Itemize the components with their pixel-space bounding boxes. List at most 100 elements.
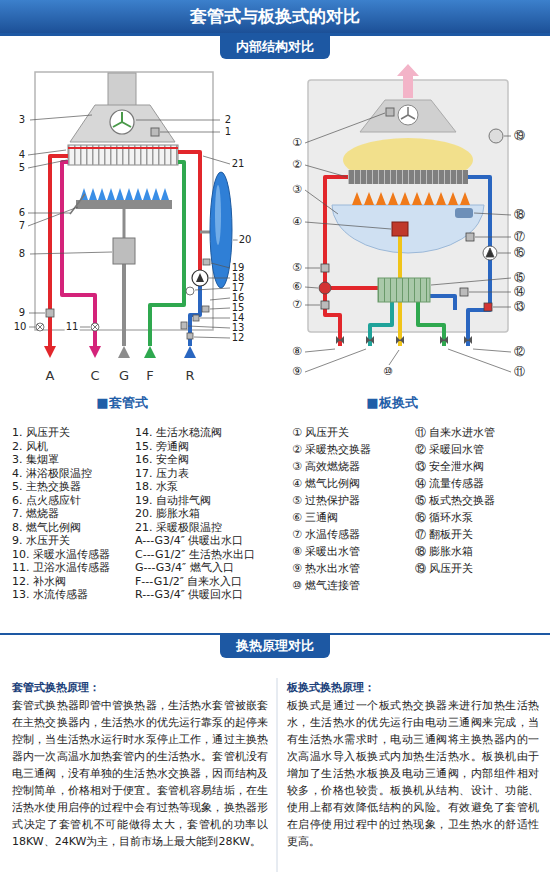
callout-number: 13 xyxy=(231,323,246,333)
small-component xyxy=(46,309,54,317)
boiler-housing xyxy=(308,80,508,332)
key-item: ⑫ 采暖回水管 xyxy=(415,443,485,456)
title-text: 套管式与板换式的对比 xyxy=(0,0,550,33)
leader-line xyxy=(305,113,511,372)
flow-arrow xyxy=(144,346,156,358)
water-pipe xyxy=(325,177,348,346)
key-item: C---G1/2″ 生活热水出口 xyxy=(135,548,255,561)
pipe-valve xyxy=(336,336,472,344)
leader-line xyxy=(28,115,238,338)
key-item: ⑮ 板式热交换器 xyxy=(415,494,496,507)
heat-exchanger xyxy=(68,147,178,149)
pump-symbol xyxy=(192,270,208,286)
section-rule xyxy=(0,33,550,872)
callout-number: ⑦ xyxy=(291,299,303,311)
callout-number: 2 xyxy=(224,115,232,125)
port-letter: C xyxy=(90,369,99,383)
key-item: ⑤ 过热保护器 xyxy=(292,494,360,507)
port-letter: G xyxy=(119,369,129,383)
key-item: ③ 高效燃烧器 xyxy=(292,460,360,473)
water-pipe xyxy=(200,231,210,234)
key-item: ⑥ 三通阀 xyxy=(292,511,338,524)
callout-number: 10 xyxy=(13,322,28,332)
flow-arrow xyxy=(44,346,196,358)
key-item: 16. 安全阀 xyxy=(135,453,189,466)
flue-hood xyxy=(360,100,456,132)
expansion-tank xyxy=(215,185,221,245)
paragraph-text: 套管式换热器即管中管换热器，生活热水套管被嵌套在主热交换器内，生活热水的优先运行… xyxy=(12,697,268,850)
flow-arrow xyxy=(118,346,130,358)
burner-flames xyxy=(70,188,172,214)
callout-number: ⑥ xyxy=(291,281,303,293)
callout-number: 9 xyxy=(18,308,26,318)
key-item: 2. 风机 xyxy=(12,440,48,453)
fan-symbol xyxy=(110,110,134,134)
gas-pipe xyxy=(113,238,135,264)
callout-number: ⑯ xyxy=(513,247,526,259)
water-pipe xyxy=(468,177,490,346)
water-pipe xyxy=(325,177,490,346)
flue-hood xyxy=(108,73,136,107)
flue-hood xyxy=(401,107,415,119)
key-item: ① 风压开关 xyxy=(292,426,349,439)
small-component xyxy=(319,233,497,311)
callout-number: 1 xyxy=(224,127,232,137)
flow-arrow xyxy=(89,346,101,358)
paragraph-heading: 板换式换热原理： xyxy=(287,680,375,695)
pump-symbol xyxy=(192,270,208,286)
callout-number: 16 xyxy=(231,293,246,303)
small-component xyxy=(484,303,492,311)
key-item: 15. 旁通阀 xyxy=(135,440,189,453)
flue-hood xyxy=(70,73,175,142)
callout-number: ⑫ xyxy=(513,346,526,358)
leader-line xyxy=(28,115,238,338)
key-item: 10. 采暖水温传感器 xyxy=(12,548,110,561)
fan-symbol xyxy=(110,110,159,136)
callout-number: ⑭ xyxy=(513,286,526,298)
burner-flames xyxy=(80,188,169,200)
port-letter: R xyxy=(185,369,194,383)
title-band: 套管式与板换式的对比 xyxy=(0,0,550,33)
burner-chamber xyxy=(332,192,484,253)
port-letter: A xyxy=(46,369,55,383)
key-item: ⑨ 热水出水管 xyxy=(292,562,360,575)
callout-number: 3 xyxy=(18,115,26,125)
key-item: ⑰ 翻板开关 xyxy=(415,528,474,541)
callout-number: 19 xyxy=(231,263,246,273)
flow-arrow xyxy=(184,346,196,358)
figure-caption: ■套管式 xyxy=(96,395,147,410)
water-pipe xyxy=(331,286,378,290)
callout-number: ② xyxy=(291,159,303,171)
pipe-valve xyxy=(336,336,472,344)
key-item: F---G1/2″ 自来水入口 xyxy=(135,575,242,588)
water-pipe xyxy=(178,152,200,270)
flue-hood xyxy=(398,105,418,125)
exhaust-arrow xyxy=(397,64,419,98)
port-letter: F xyxy=(146,369,153,383)
callout-number: ⑪ xyxy=(513,366,526,378)
key-item: 12. 补水阀 xyxy=(12,575,66,588)
plate-exchanger xyxy=(378,278,430,302)
small-component xyxy=(203,259,210,265)
heat-exchanger xyxy=(68,145,178,165)
key-item: 9. 水压开关 xyxy=(12,534,70,547)
key-item: 1. 风压开关 xyxy=(12,426,70,439)
callout-number: 5 xyxy=(18,163,26,173)
small-component xyxy=(187,333,193,339)
callout-number: 12 xyxy=(231,333,246,343)
fan-symbol xyxy=(113,112,131,127)
key-item: ⑬ 安全泄水阀 xyxy=(415,460,485,473)
key-item: 21. 采暖极限温控 xyxy=(135,521,222,534)
key-item: 11. 卫浴水温传感器 xyxy=(12,561,110,574)
key-item: 20. 膨胀水箱 xyxy=(135,507,200,520)
expansion-tank xyxy=(210,172,232,288)
paragraph-heading: 套管式换热原理： xyxy=(12,680,100,695)
callout-number: 14 xyxy=(231,313,246,323)
key-item: 3. 集烟罩 xyxy=(12,453,59,466)
small-component xyxy=(460,288,468,296)
callout-number: 4 xyxy=(18,150,26,160)
callout-number: 6 xyxy=(18,208,26,218)
flue-hood xyxy=(70,105,175,142)
callout-number: 7 xyxy=(18,221,26,231)
flue-hood xyxy=(360,100,503,143)
